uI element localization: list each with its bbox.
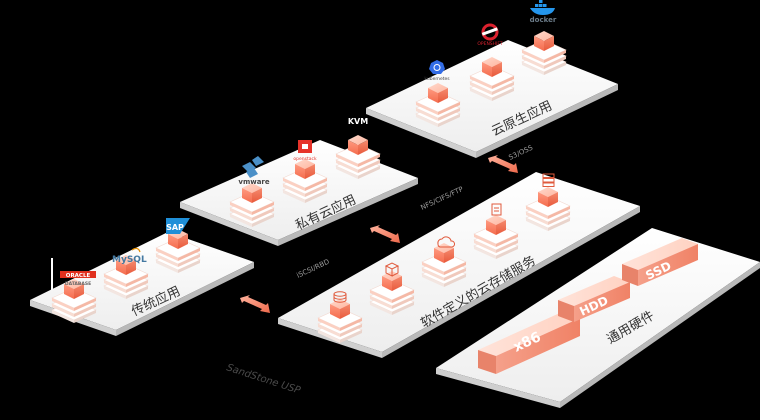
- document-icon: [491, 203, 502, 216]
- oracle-logo: ORACLE DATABASE: [51, 258, 96, 290]
- hw-ssd: SSD: [622, 238, 698, 286]
- kvm-logo-text: KVM: [348, 117, 368, 126]
- kubernetes-logo-text: kubernetes: [424, 76, 450, 82]
- openstack-logo-text: openstack: [293, 156, 317, 162]
- kubernetes-logo: kubernetes: [424, 60, 450, 82]
- openshift-logo: OPENSHIFT: [477, 23, 503, 47]
- sap-logo-text: SAP: [166, 223, 184, 232]
- kvm-logo: KVM: [348, 117, 368, 126]
- box-icon: [384, 262, 400, 277]
- arrow-traditional-storage: [240, 295, 270, 313]
- protocol-iscsi: iSCSI/RBD: [295, 258, 330, 280]
- oracle-logo-text: ORACLE: [66, 273, 91, 279]
- sap-logo: SAP: [166, 218, 190, 234]
- oracle-logo-subtext: DATABASE: [65, 281, 91, 287]
- docker-logo: docker: [530, 0, 557, 24]
- mysql-logo-text: MySQL: [112, 255, 147, 265]
- database-icon: [333, 291, 347, 303]
- server-icon: [542, 173, 555, 187]
- watermark-sandstone: SandStone USP: [225, 362, 302, 397]
- hw-hdd: HDD: [558, 276, 630, 322]
- openstack-logo: openstack: [293, 140, 317, 162]
- arrow-private-storage: [370, 225, 400, 243]
- hw-x86: x86: [478, 312, 580, 374]
- protocol-s3: S3/OSS: [507, 143, 534, 161]
- docker-logo-text: docker: [530, 16, 557, 24]
- openshift-logo-text: OPENSHIFT: [477, 41, 503, 47]
- cloud-icon: [437, 236, 456, 248]
- vmware-logo-text: vmware: [238, 178, 269, 186]
- protocol-nfs: NFS/CIFS/FTP: [419, 185, 464, 212]
- vmware-logo: vmware: [238, 156, 270, 186]
- mysql-logo: MySQL: [112, 247, 147, 265]
